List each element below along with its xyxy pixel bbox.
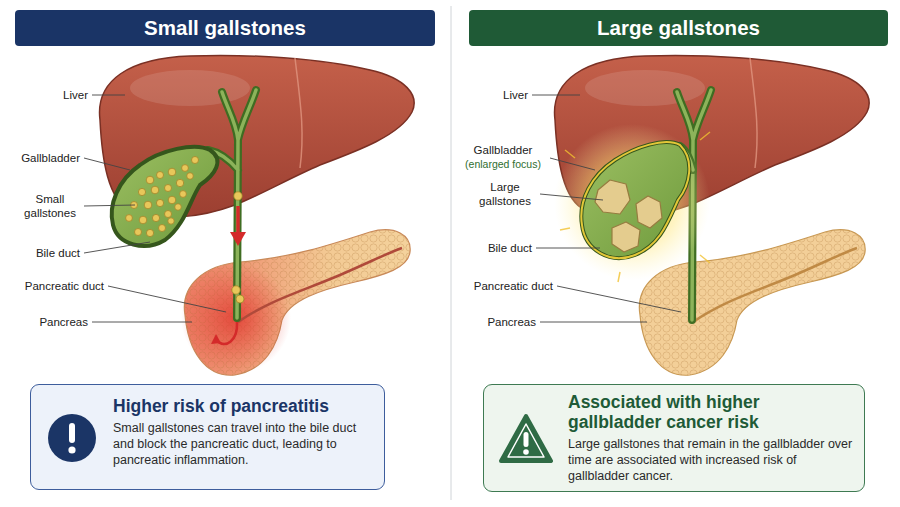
pancreatic-duct — [693, 248, 857, 322]
gallbladder-shape — [112, 147, 218, 246]
part-label: Pancreatic duct — [4, 279, 104, 293]
alert-circle-icon — [45, 411, 99, 465]
part-label: Gallbladder — [453, 143, 553, 157]
bile-duct — [208, 90, 256, 318]
info-box: Associated with higher gallbladder cance… — [483, 384, 865, 492]
part-label: Bile duct — [0, 246, 80, 260]
leader-lines — [532, 95, 681, 322]
pancreatic-duct — [238, 248, 402, 322]
part-label: Large gallstones — [474, 180, 536, 208]
leader-lines — [84, 95, 226, 322]
info-body-text: Small gallstones can travel into the bil… — [113, 420, 374, 468]
panel-title: Small gallstones — [15, 10, 435, 46]
panel-header: Small gallstones — [15, 10, 435, 46]
part-label: Bile duct — [432, 241, 532, 255]
focus-note: (enlarged focus) — [453, 157, 553, 171]
info-text-group: Associated with higher gallbladder cance… — [568, 392, 854, 484]
part-label: Liver — [428, 88, 528, 102]
left-illustration — [84, 56, 414, 376]
part-label: Pancreas — [436, 315, 536, 329]
part-label: Liver — [0, 88, 88, 102]
blockage-arrow — [211, 206, 246, 344]
large-stones — [595, 180, 662, 252]
warning-triangle-icon — [498, 412, 554, 466]
panel-title: Large gallstones — [469, 10, 888, 46]
info-heading: Associated with higher gallbladder cance… — [568, 392, 854, 432]
focus-glow — [554, 124, 710, 280]
gallbladder-shape — [581, 142, 689, 258]
info-text-group: Higher risk of pancreatitisSmall gallsto… — [113, 396, 374, 468]
small-stones — [126, 157, 244, 304]
info-body-text: Large gallstones that remain in the gall… — [568, 436, 854, 484]
panel-divider — [451, 6, 452, 500]
part-label: Pancreas — [0, 315, 88, 329]
panel-header: Large gallstones — [469, 10, 888, 46]
right-illustration — [532, 56, 869, 376]
info-heading: Higher risk of pancreatitis — [113, 396, 374, 416]
part-label: Pancreatic duct — [453, 279, 553, 293]
part-label: Small gallstones — [19, 192, 81, 220]
part-label: Gallbladder — [0, 151, 80, 165]
info-box: Higher risk of pancreatitisSmall gallsto… — [30, 384, 385, 490]
